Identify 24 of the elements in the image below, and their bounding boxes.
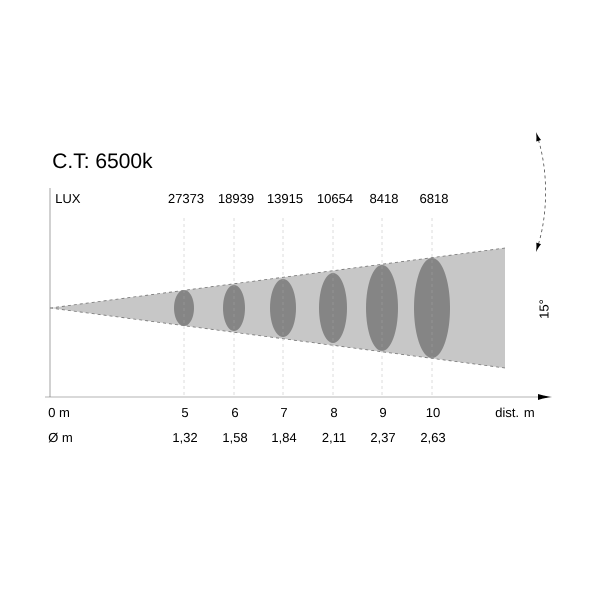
lux-value: 8418 — [370, 194, 398, 204]
diameter-value: 2,63 — [421, 432, 446, 444]
distance-value: 10 — [426, 408, 440, 418]
distance-value: 8 — [330, 408, 338, 418]
lux-value: 18939 — [218, 194, 254, 204]
diameter-value: 1,58 — [223, 432, 248, 444]
lux-value: 6818 — [420, 194, 448, 204]
distance-value: 9 — [380, 408, 386, 418]
axis-label: 0 m — [48, 408, 69, 418]
distance-value: 5 — [182, 408, 188, 418]
diameter-value: 2,37 — [371, 432, 395, 444]
lux-value: 13915 — [268, 194, 303, 204]
lux-value: 27373 — [168, 194, 204, 204]
title: C.T: 6500k — [53, 152, 153, 168]
distance-value: 6 — [232, 408, 238, 418]
distance-value: 7 — [281, 408, 287, 417]
angle-label: 15° — [539, 300, 549, 318]
axis-label: Ø m — [48, 432, 72, 442]
lux-value: 10654 — [318, 194, 353, 204]
axis-label: dist. m — [496, 408, 534, 418]
axis-label: LUX — [56, 194, 80, 204]
diameter-value: 1,84 — [272, 432, 296, 444]
diameter-value: 1,32 — [173, 432, 197, 444]
diameter-value: 2,11 — [322, 432, 346, 444]
